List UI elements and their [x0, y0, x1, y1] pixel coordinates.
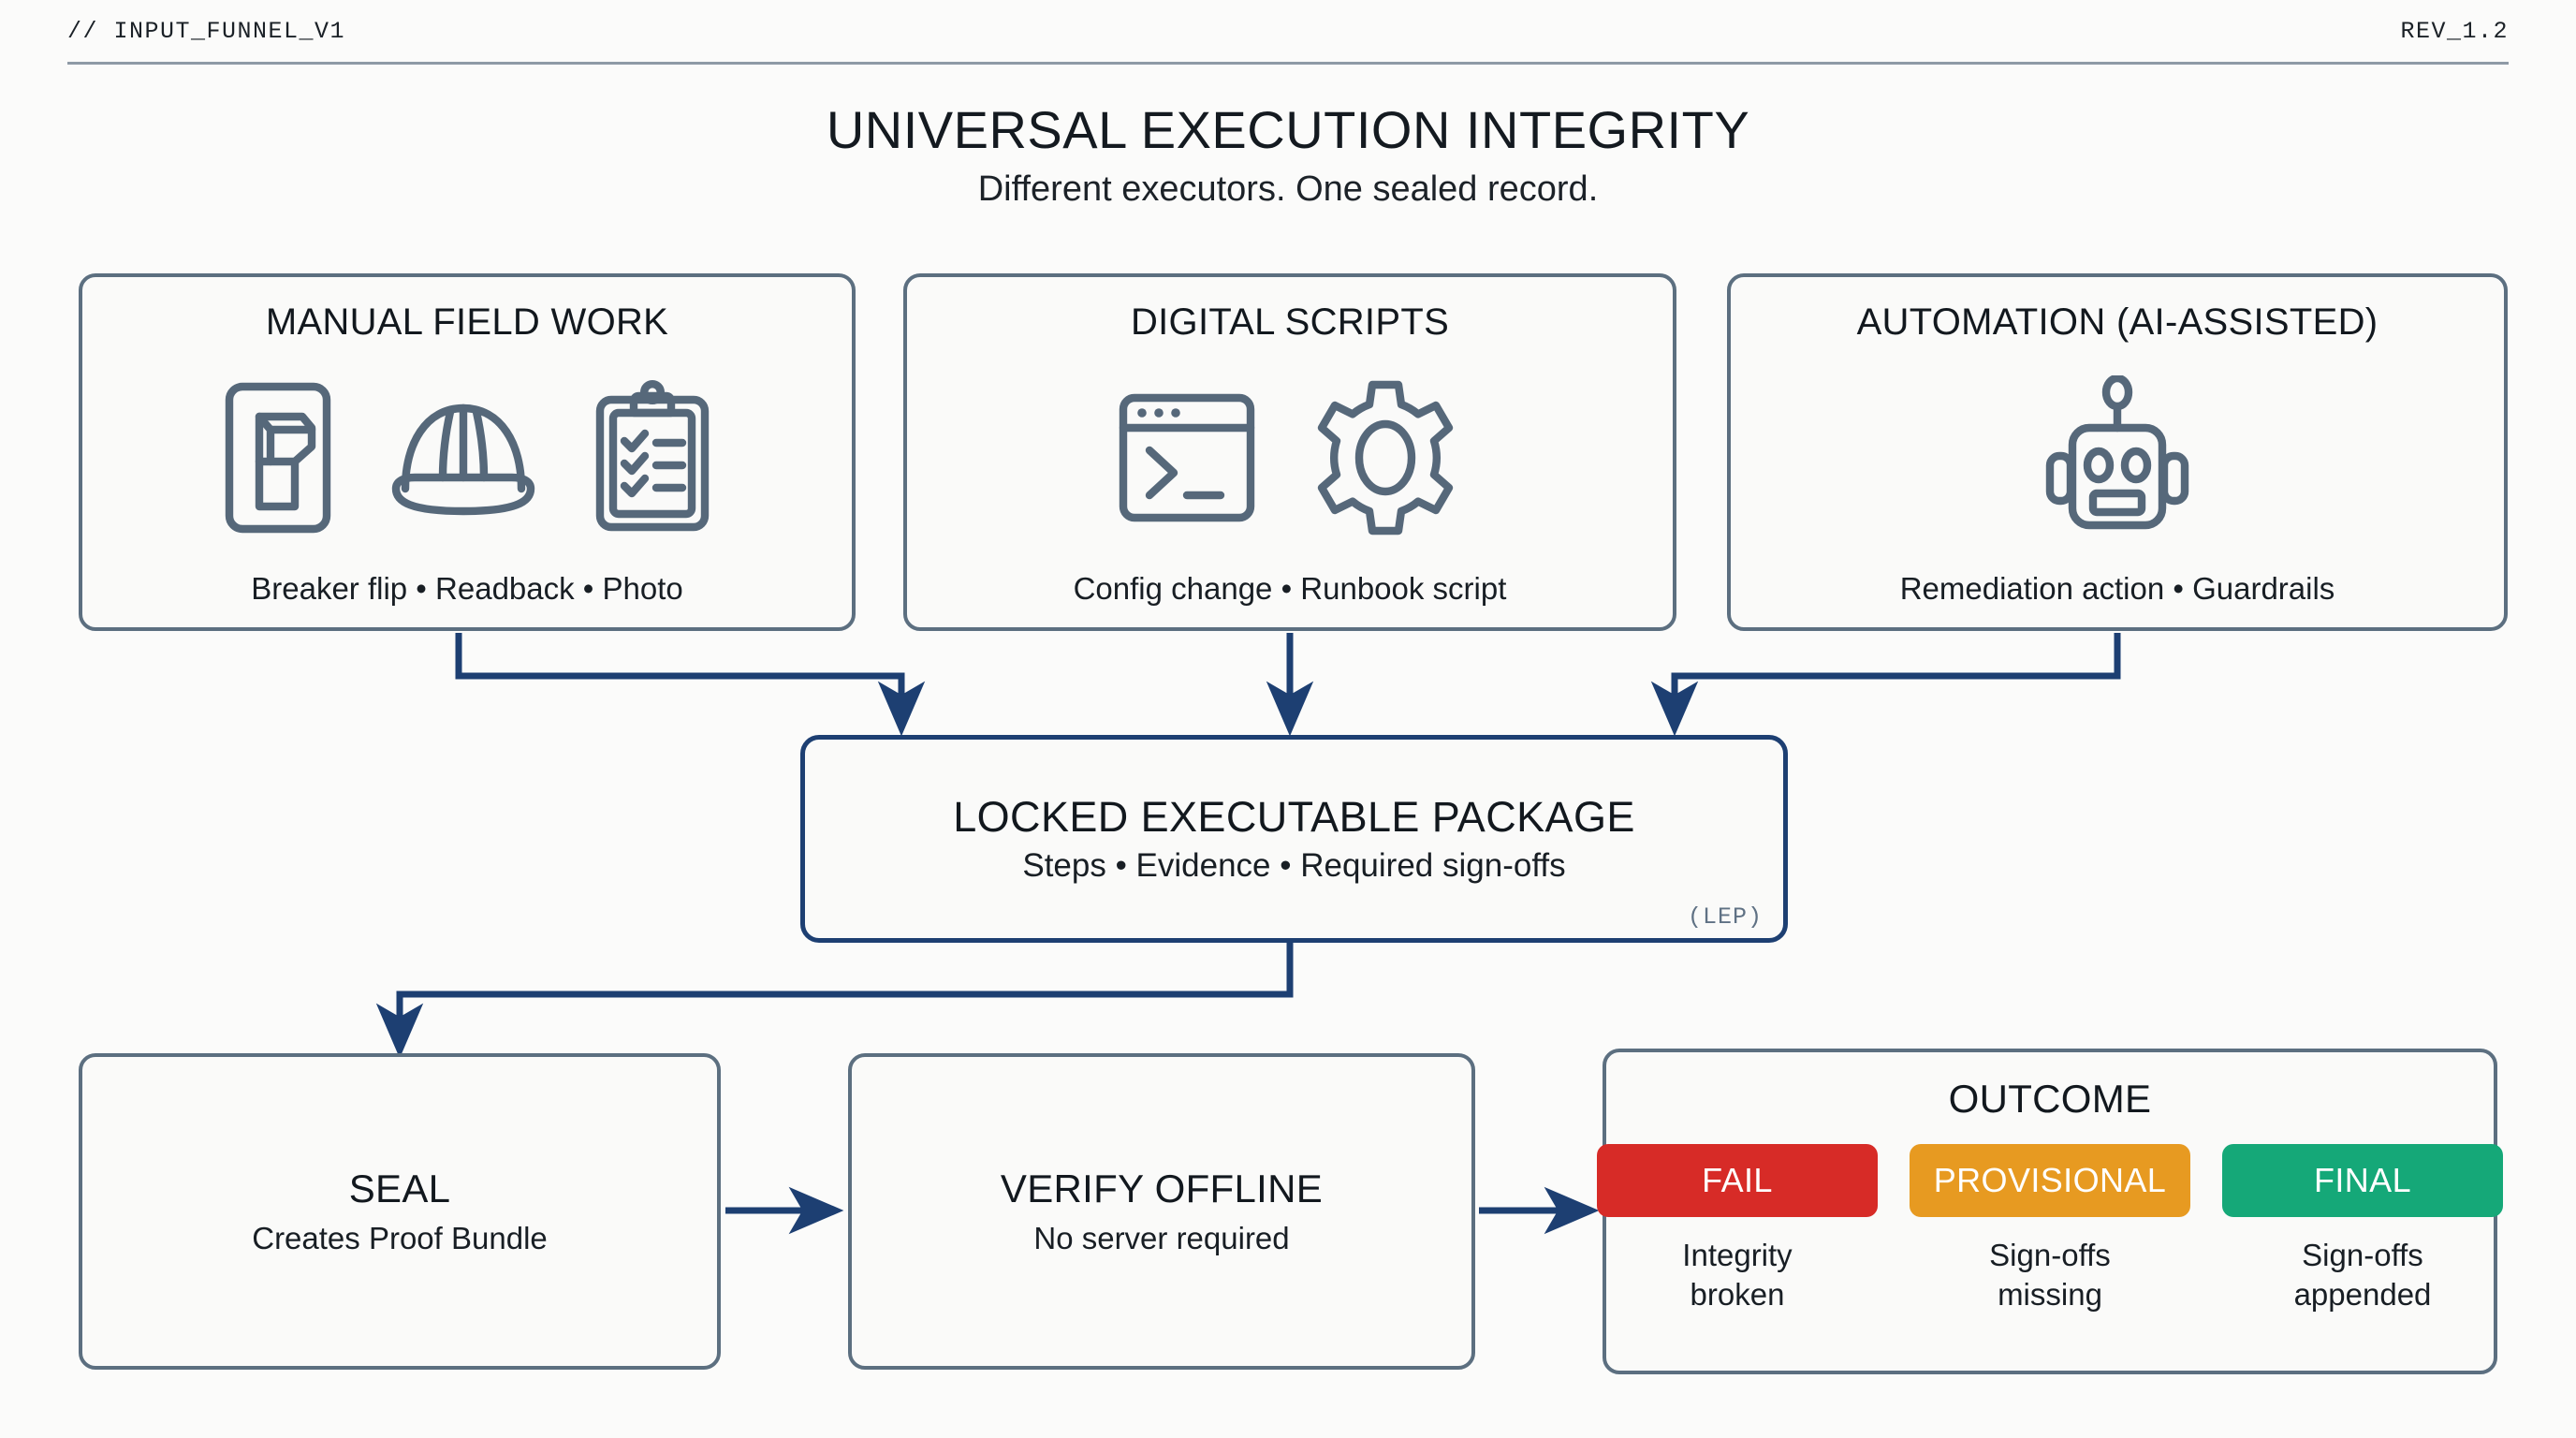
page-title: UNIVERSAL EXECUTION INTEGRITY	[826, 100, 1750, 159]
locked-executable-package-box[interactable]: LOCKED EXECUTABLE PACKAGE Steps • Eviden…	[800, 735, 1788, 943]
source-card-caption: Breaker flip • Readback • Photo	[251, 571, 683, 606]
lep-title: LOCKED EXECUTABLE PACKAGE	[953, 793, 1635, 841]
source-card-caption: Remediation action • Guardrails	[1899, 571, 2335, 606]
header-right-tag: REV_1.2	[2400, 17, 2509, 45]
outcome-desc-line2: appended	[2293, 1277, 2432, 1313]
step-card-verify-offline[interactable]: VERIFY OFFLINE No server required	[848, 1053, 1475, 1370]
toggle-switch-icon	[225, 382, 331, 533]
outcome-item-provisional: PROVISIONAL Sign-offs missing	[1910, 1144, 2190, 1314]
source-card-title: DIGITAL SCRIPTS	[1130, 301, 1450, 343]
title-block: UNIVERSAL EXECUTION INTEGRITY Different …	[0, 100, 2576, 210]
source-card-icons	[218, 344, 716, 571]
outcome-desc-line2: broken	[1690, 1277, 1785, 1313]
outcome-description: Sign-offs missing	[1989, 1236, 2111, 1314]
step-subtitle: Creates Proof Bundle	[252, 1221, 548, 1255]
gear-icon	[1317, 380, 1454, 535]
step-title: VERIFY OFFLINE	[1000, 1167, 1324, 1211]
source-card-title: MANUAL FIELD WORK	[265, 301, 669, 343]
connector-automation-to-lep	[1650, 633, 2121, 737]
header-bar: // INPUT_FUNNEL_V1 REV_1.2	[0, 0, 2576, 62]
lep-subtitle: Steps • Evidence • Required sign-offs	[1022, 847, 1566, 884]
outcome-desc-line1: Sign-offs	[2302, 1238, 2423, 1272]
connector-manual-to-lep	[455, 633, 926, 737]
outcome-description: Sign-offs appended	[2294, 1236, 2432, 1314]
status-badge-final[interactable]: FINAL	[2222, 1144, 2503, 1217]
source-card-title: AUTOMATION (AI-ASSISTED)	[1856, 301, 2378, 343]
outcome-desc-line1: Integrity	[1682, 1238, 1793, 1272]
step-card-seal[interactable]: SEAL Creates Proof Bundle	[79, 1053, 721, 1370]
header-left-tag: // INPUT_FUNNEL_V1	[67, 17, 346, 45]
clipboard-checklist-icon	[595, 379, 710, 531]
outcome-title: OUTCOME	[1948, 1077, 2152, 1121]
source-card-caption: Config change • Runbook script	[1073, 571, 1507, 606]
outcome-desc-line1: Sign-offs	[1989, 1238, 2111, 1272]
connector-lep-to-seal	[375, 940, 1294, 1059]
status-badge-provisional[interactable]: PROVISIONAL	[1910, 1144, 2190, 1217]
step-title: SEAL	[348, 1167, 451, 1211]
source-card-automation[interactable]: AUTOMATION (AI-ASSISTED) Remediation act…	[1727, 273, 2508, 631]
source-card-digital-scripts[interactable]: DIGITAL SCRIPTS Config change • Runbook …	[903, 273, 1676, 631]
outcome-columns: FAIL Integrity broken PROVISIONAL Sign-o…	[1597, 1144, 2503, 1314]
page-subtitle: Different executors. One sealed record.	[977, 169, 1599, 209]
outcome-item-final: FINAL Sign-offs appended	[2222, 1144, 2503, 1314]
lep-abbreviation-tag: (LEP)	[1687, 903, 1763, 931]
hard-hat-icon	[391, 404, 535, 515]
header-divider	[67, 62, 2509, 65]
source-card-manual-field-work[interactable]: MANUAL FIELD WORK	[79, 273, 856, 631]
outcome-description: Integrity broken	[1682, 1236, 1792, 1314]
outcome-desc-line2: missing	[1998, 1277, 2102, 1313]
source-card-icons	[1112, 344, 1468, 571]
source-card-icons	[2026, 344, 2209, 571]
outcome-card[interactable]: OUTCOME FAIL Integrity broken PROVISIONA…	[1597, 1049, 2503, 1374]
step-subtitle: No server required	[1033, 1221, 1290, 1255]
terminal-window-icon	[1119, 393, 1255, 521]
status-badge-fail[interactable]: FAIL	[1597, 1144, 1878, 1217]
outcome-item-fail: FAIL Integrity broken	[1597, 1144, 1878, 1314]
robot-head-icon	[2045, 374, 2189, 529]
